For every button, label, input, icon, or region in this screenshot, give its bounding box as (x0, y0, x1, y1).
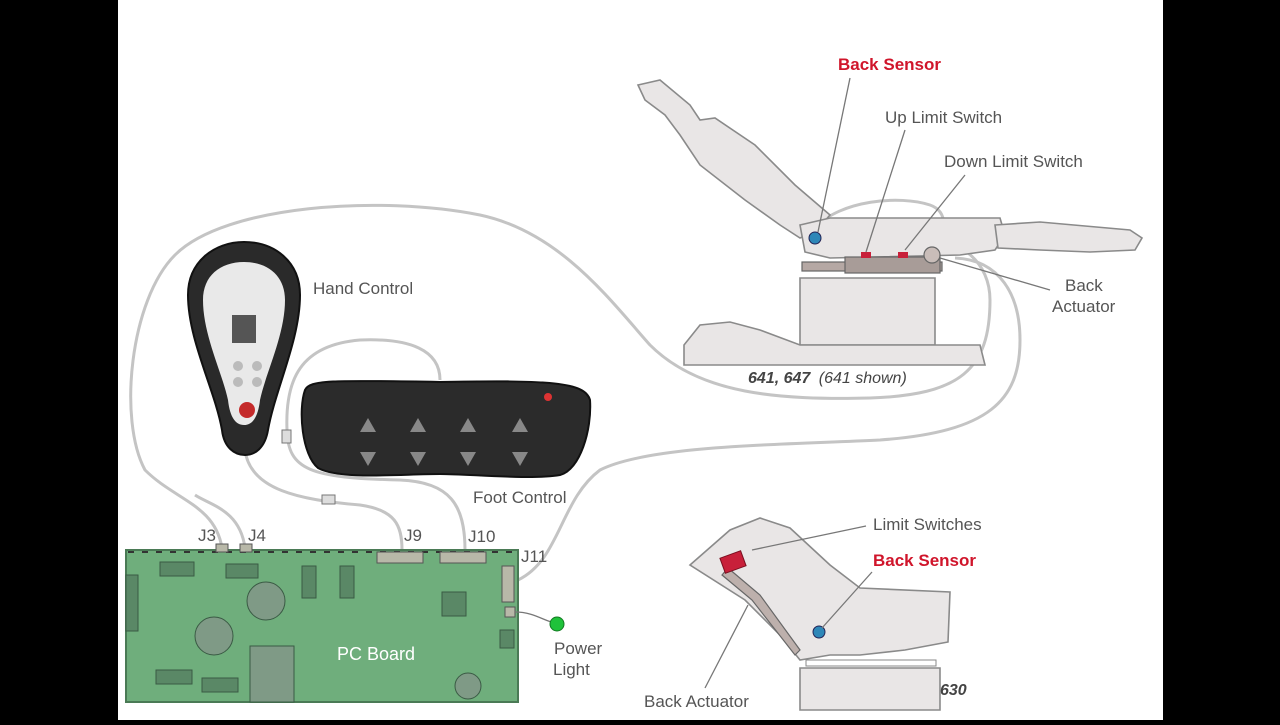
hand-control-button (233, 377, 243, 387)
pc-board (125, 543, 519, 703)
connector-j10 (439, 551, 487, 564)
model-630-label: 630 (940, 682, 967, 699)
left-letterbox (0, 0, 118, 720)
pc-transformer (249, 645, 295, 703)
chair-seat (799, 217, 1006, 259)
chair-legrest (994, 221, 1144, 253)
connector-j4 (239, 543, 253, 553)
chair-630-limit-switches (719, 550, 747, 574)
back-actuator-pivot (923, 246, 941, 264)
chair-630-base (799, 667, 941, 711)
back-sensor-bottom-label: Back Sensor (873, 551, 976, 570)
j11-label: J11 (521, 547, 547, 566)
power-light-connector (504, 606, 516, 618)
foot-control-label: Foot Control (473, 488, 567, 507)
hand-control-cable (243, 449, 404, 551)
pc-component (155, 669, 193, 685)
model-caption-641: 641, 647 (641 shown) (748, 370, 907, 387)
model-numbers: 641, 647 (748, 370, 811, 387)
chair-630-seat-gap (805, 659, 937, 667)
back-actuator-label-line1: Back (1065, 276, 1103, 295)
up-limit-switch-marker (861, 252, 871, 258)
back-sensor-marker (808, 231, 822, 245)
j3-label: J3 (198, 526, 216, 545)
connector-j3 (215, 543, 229, 553)
chair-base (799, 277, 936, 346)
hand-control-button (252, 377, 262, 387)
pc-capacitor (194, 616, 234, 656)
hand-control (186, 240, 302, 457)
back-sensor-leader (817, 77, 851, 233)
foot-indicator-light (544, 393, 552, 401)
up-limit-leader (865, 129, 906, 253)
foot-down-arrow (460, 452, 476, 466)
down-limit-switch-marker (898, 252, 908, 258)
connector-j11 (501, 565, 515, 603)
hand-control-face (203, 262, 285, 425)
j4-label: J4 (248, 526, 266, 545)
hand-control-stop-button (239, 402, 255, 418)
power-light-indicator (549, 616, 565, 632)
hand-control-chair-icon (232, 315, 256, 343)
foot-up-arrow (512, 418, 528, 432)
hand-control-label: Hand Control (313, 279, 413, 298)
back-actuator-bottom-label: Back Actuator (644, 692, 749, 711)
back-actuator-leader (939, 257, 1051, 291)
chair-floor-plate (683, 321, 987, 366)
chair-630 (688, 517, 951, 711)
back-actuator-bottom-leader (704, 604, 749, 689)
foot-down-arrow (360, 452, 376, 466)
j9-label: J9 (404, 526, 422, 545)
inline-connector (281, 429, 292, 444)
chair-641-647 (636, 79, 1144, 366)
foot-up-arrow (360, 418, 376, 432)
back-actuator-label-line2: Actuator (1052, 297, 1116, 316)
pc-component (201, 677, 239, 693)
back-sensor-top-label: Back Sensor (838, 55, 941, 74)
connector-j9 (376, 551, 424, 564)
down-limit-switch-label: Down Limit Switch (944, 152, 1083, 171)
pc-capacitor (246, 581, 286, 621)
pc-component (499, 629, 515, 649)
up-limit-switch-label: Up Limit Switch (885, 108, 1002, 127)
right-letterbox (1163, 0, 1280, 720)
hand-control-button (252, 361, 262, 371)
pc-board-label: PC Board (337, 644, 415, 664)
back-actuator-body (844, 256, 941, 274)
pc-component (159, 561, 195, 577)
pc-capacitor (454, 672, 482, 700)
foot-down-arrow (512, 452, 528, 466)
foot-up-arrow (460, 418, 476, 432)
j4-cable (194, 493, 247, 549)
pc-component (301, 565, 317, 599)
j11-cable (517, 256, 1022, 582)
down-limit-leader (904, 174, 966, 251)
pc-component (225, 563, 259, 579)
pc-component (125, 574, 139, 632)
foot-up-arrow (410, 418, 426, 432)
power-light-label-line2: Light (553, 660, 590, 679)
pc-component (339, 565, 355, 599)
j10-label: J10 (468, 527, 495, 546)
inline-connector (321, 494, 336, 505)
pc-component (441, 591, 467, 617)
limit-switches-label: Limit Switches (873, 515, 982, 534)
chair-630-actuator (721, 567, 801, 656)
foot-control (300, 379, 592, 478)
hand-control-button (233, 361, 243, 371)
model-note: (641 shown) (819, 370, 907, 387)
power-light-label-line1: Power (554, 639, 603, 658)
limit-switches-leader (751, 525, 867, 551)
foot-down-arrow (410, 452, 426, 466)
chair-630-back-sensor (812, 625, 826, 639)
back-sensor-bottom-leader (821, 571, 873, 629)
